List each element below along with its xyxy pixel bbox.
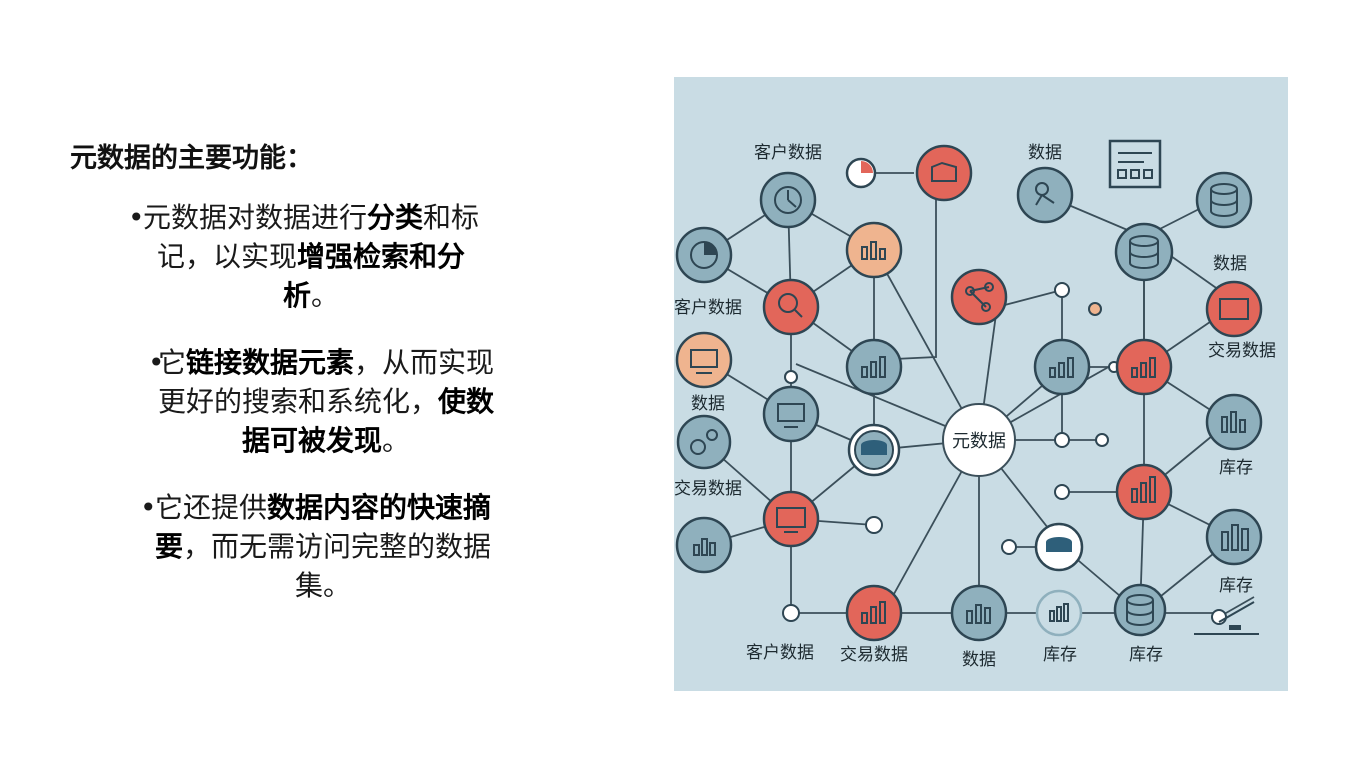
bar-chart-icon xyxy=(1205,393,1263,451)
label-transaction-right: 交易数据 xyxy=(1208,341,1276,361)
bullet-run: 。 xyxy=(311,279,340,312)
label-customer-bottom: 客户数据 xyxy=(746,643,814,663)
label-data-left: 数据 xyxy=(691,394,725,414)
clock-node-icon xyxy=(759,171,817,229)
folder-node-icon xyxy=(915,144,973,202)
label-transaction-left: 交易数据 xyxy=(674,479,742,499)
bullet-dot: • xyxy=(140,491,157,524)
bullet-run: 它还提供 xyxy=(154,491,267,524)
bullet-text: 它链接数据元素，从而实现更好的搜索和系统化，使数据可被发现。 xyxy=(158,346,494,457)
bullet-run: 它 xyxy=(157,346,186,379)
bar-chart-icon xyxy=(950,584,1008,642)
center-label: 元数据 xyxy=(952,431,1006,452)
monitor-node-icon xyxy=(675,331,733,389)
pie-node-icon xyxy=(675,226,733,284)
bullet-dot: • xyxy=(148,346,165,379)
bullet-bold-run: 数据内容的快速摘要 xyxy=(154,491,492,563)
label-inventory-bottom2: 库存 xyxy=(1129,645,1163,665)
database-node-icon xyxy=(1113,583,1167,637)
search-node-icon xyxy=(762,278,820,336)
diagram-nodes xyxy=(675,139,1263,642)
bullet-bold-run: 增强检索和分析 xyxy=(282,240,466,312)
database-node-icon xyxy=(847,423,901,477)
bullet-text: 它还提供数据内容的快速摘要，而无需访问完整的数据集。 xyxy=(155,491,491,602)
tablet-node-icon xyxy=(1205,280,1263,338)
pie-chart-icon xyxy=(845,157,877,189)
bar-chart-icon xyxy=(675,516,733,574)
label-customer-left: 客户数据 xyxy=(674,298,742,318)
bullet-run: 。 xyxy=(382,424,411,457)
bullet-dot: • xyxy=(128,201,145,234)
gear-icon xyxy=(676,414,732,470)
label-data-top: 数据 xyxy=(1028,143,1062,163)
bullet-bold-run: 使数据可被发现 xyxy=(241,385,495,457)
bar-chart-icon xyxy=(1205,508,1263,566)
bullet-bold-run: 链接数据元素 xyxy=(185,346,354,379)
diagram-labels: 元数据 客户数据 数据 客户数据 数据 交易数据 数据 库存 交易数据 库存 客… xyxy=(674,143,1276,670)
bar-chart-icon xyxy=(1115,463,1173,521)
network-node-icon xyxy=(1016,166,1074,224)
label-transaction-bottom: 交易数据 xyxy=(840,645,908,665)
bar-chart-icon xyxy=(1033,338,1091,396)
bullet-bold-run: 分类 xyxy=(366,201,423,234)
label-customer-top: 客户数据 xyxy=(754,143,822,163)
monitor-node-icon xyxy=(762,490,820,548)
bullet-text: 元数据对数据进行分类和标记，以实现增强检索和分析。 xyxy=(143,201,479,312)
label-data-bottom: 数据 xyxy=(962,650,996,670)
bar-chart-icon xyxy=(1035,589,1083,637)
label-inventory-right2: 库存 xyxy=(1219,576,1253,596)
center-node xyxy=(942,403,1016,477)
database-node-icon xyxy=(1114,222,1174,282)
diagram-svg: 元数据 客户数据 数据 客户数据 数据 交易数据 数据 库存 交易数据 库存 客… xyxy=(674,139,1276,670)
bullet-run: 和标记，以实现 xyxy=(156,201,480,273)
monitor-node-icon xyxy=(762,385,820,443)
bullet-2: •它链接数据元素，从而实现更好的搜索和系统化，使数据可被发现。 xyxy=(142,343,496,460)
bar-chart-icon xyxy=(845,221,903,279)
slide-heading: 元数据的主要功能： xyxy=(70,143,313,174)
bullet-3: •它还提供数据内容的快速摘要，而无需访问完整的数据集。 xyxy=(134,488,498,605)
label-inventory-bottom1: 库存 xyxy=(1043,645,1077,665)
metadata-network-diagram: 元数据 客户数据 数据 客户数据 数据 交易数据 数据 库存 交易数据 库存 客… xyxy=(674,77,1288,691)
bullet-1: •元数据对数据进行分类和标记，以实现增强检索和分析。 xyxy=(122,198,486,315)
label-data-right: 数据 xyxy=(1213,254,1247,274)
bar-chart-icon xyxy=(1115,338,1173,396)
bullet-list: •元数据对数据进行分类和标记，以实现增强检索和分析。 •它链接数据元素，从而实现… xyxy=(122,198,522,633)
database-node-icon xyxy=(1195,171,1253,229)
label-inventory-right1: 库存 xyxy=(1219,458,1253,478)
bullet-run: 元数据对数据进行 xyxy=(142,201,367,234)
database-node-icon xyxy=(1034,522,1084,572)
form-icon xyxy=(1108,139,1162,189)
bar-chart-icon xyxy=(845,584,903,642)
bullet-run: ，从而实现更好的搜索和系统化， xyxy=(157,346,495,418)
share-node-icon xyxy=(950,268,1008,326)
bullet-run: ，而无需访问完整的数据集。 xyxy=(183,530,492,602)
bar-chart-icon xyxy=(845,338,903,396)
trend-line-icon xyxy=(1194,601,1259,635)
